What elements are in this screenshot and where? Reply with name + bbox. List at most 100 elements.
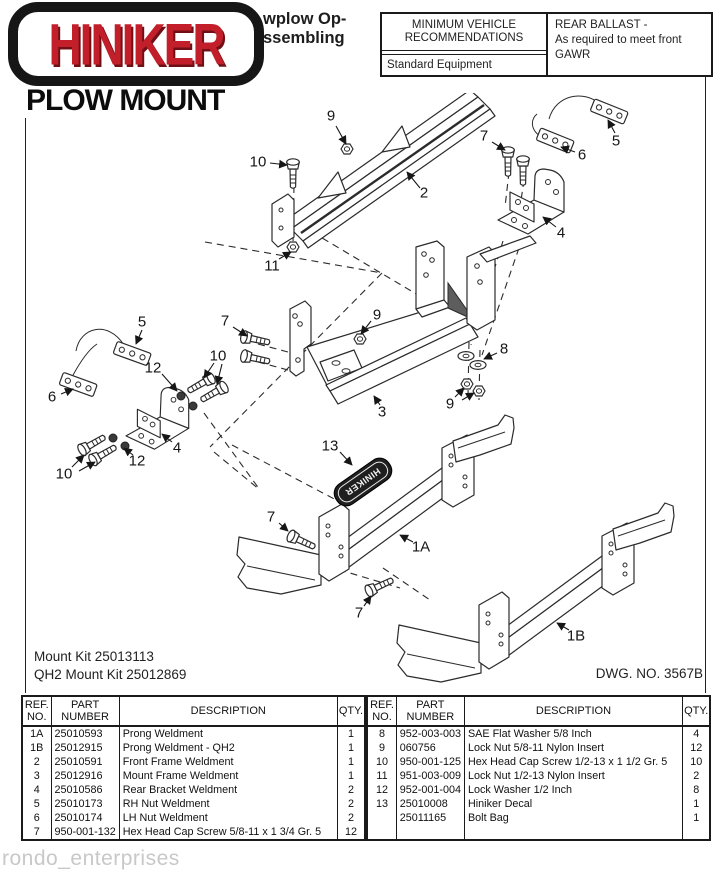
table-cell: 1 (336, 755, 366, 769)
callout-leader-10 (214, 363, 224, 385)
column-header: REF.NO. (22, 696, 51, 727)
table-row (367, 825, 711, 840)
callout-leader-4 (542, 216, 557, 228)
bolt-7-topright-a (501, 146, 515, 177)
table-cell: 1A (30, 728, 44, 740)
table-cell: 8 (378, 728, 385, 740)
qh2-mount-kit-number: QH2 Mount Kit 25012869 (34, 667, 187, 682)
part-13-hiniker-decal: HINIKER (333, 457, 393, 507)
table-cell: 950-001-132 (50, 825, 120, 840)
doc-title-fragment: wplow Op- ssembling (263, 10, 346, 48)
table-cell: Hex Head Cap Screw 1/2-13 x 1 1/2 Gr. 5 (463, 755, 683, 769)
callout-13: 13 (322, 438, 339, 455)
nut-9-b (472, 385, 486, 397)
hiniker-logo-text: HINIKER (48, 10, 225, 78)
callout-1A: 1A (412, 539, 430, 556)
table-cell: 25010593 (50, 726, 120, 741)
part-2-front-frame-drawing (271, 93, 496, 249)
plow-mount-title: PLOW MOUNT (26, 84, 225, 117)
table-cell: 2 (681, 769, 711, 783)
callout-4: 4 (173, 440, 181, 457)
mount-kit-number: Mount Kit 25013113 (34, 649, 154, 664)
callout-9: 9 (373, 307, 381, 324)
nut-9-a (460, 378, 474, 390)
callout-12: 12 (145, 360, 162, 377)
rear-ballast-line2: As required to meet front (555, 34, 682, 46)
table-cell: 25010173 (50, 797, 120, 811)
strap-6-left (58, 371, 98, 398)
table-cell: 25010586 (50, 783, 120, 797)
table-cell: 12 (681, 741, 711, 755)
table-cell: 25010591 (50, 755, 120, 769)
table-cell: 8 (681, 783, 711, 797)
callout-2: 2 (420, 185, 428, 202)
bolt-7-mid-a (238, 329, 272, 350)
table-cell: 2 (33, 756, 40, 768)
table-cell: Hex Head Cap Screw 5/8-11 x 1 3/4 Gr. 5 (118, 825, 338, 840)
table-cell: 060756 (395, 741, 465, 755)
callout-leader-13 (339, 451, 353, 466)
callout-11: 11 (264, 258, 280, 275)
callout-10: 10 (56, 466, 73, 483)
callout-6: 6 (48, 389, 56, 406)
table-cell: Hiniker Decal (463, 797, 683, 811)
table-cell: 2 (336, 811, 366, 825)
table-cell: 12 (336, 825, 366, 840)
exploded-diagram: HINIKER (48, 93, 675, 683)
callout-7: 7 (480, 128, 488, 145)
callout-leader-9 (461, 392, 475, 401)
callout-leader-9 (335, 125, 347, 145)
callout-5: 5 (612, 133, 620, 150)
part-5-6-straps (58, 95, 629, 398)
callout-leader-12 (123, 447, 134, 457)
table-cell: 10 (375, 756, 388, 768)
bolt-7-mid-b (238, 348, 272, 369)
table-cell: 2 (336, 783, 366, 797)
callout-3: 3 (378, 404, 386, 421)
nut-9-top (340, 143, 354, 155)
table-cell: 1 (336, 726, 366, 741)
table-cell: 1 (681, 797, 711, 811)
column-header: DESCRIPTION (463, 696, 683, 727)
table-cell: 1 (681, 811, 711, 825)
min-vehicle-column: MINIMUM VEHICLE RECOMMENDATIONS Standard… (382, 14, 548, 75)
callout-6: 6 (578, 147, 586, 164)
callout-leader-5 (607, 119, 616, 134)
table-cell: 9 (378, 742, 385, 754)
callout-leader-3 (373, 395, 383, 406)
part-1b-prong-drawing (396, 502, 675, 683)
lockwasher-12-a (176, 391, 186, 401)
table-cell: Prong Weldment - QH2 (118, 741, 338, 755)
callout-8: 8 (500, 341, 508, 358)
column-header: DESCRIPTION (118, 696, 338, 727)
table-cell: Rear Bracket Weldment (118, 783, 338, 797)
table-cell: 5 (33, 798, 40, 810)
drawing-right-border (705, 77, 706, 693)
callout-5: 5 (138, 314, 146, 331)
table-cell: 4 (33, 784, 40, 796)
strap-5-right (589, 98, 629, 125)
washer-8-a (457, 351, 475, 361)
callout-leader-10 (78, 461, 96, 472)
table-cell: Mount Frame Weldment (118, 769, 338, 783)
rear-ballast-cell: REAR BALLAST - As required to meet front… (548, 14, 711, 75)
table-cell (367, 811, 396, 825)
callout-7: 7 (355, 605, 363, 622)
table-cell: 6 (33, 812, 40, 824)
bolt-7-bottom (362, 573, 397, 599)
callout-leader-6 (60, 387, 74, 397)
table-cell: 1 (336, 741, 366, 755)
table-cell: Lock Nut 1/2-13 Nylon Insert (463, 769, 683, 783)
